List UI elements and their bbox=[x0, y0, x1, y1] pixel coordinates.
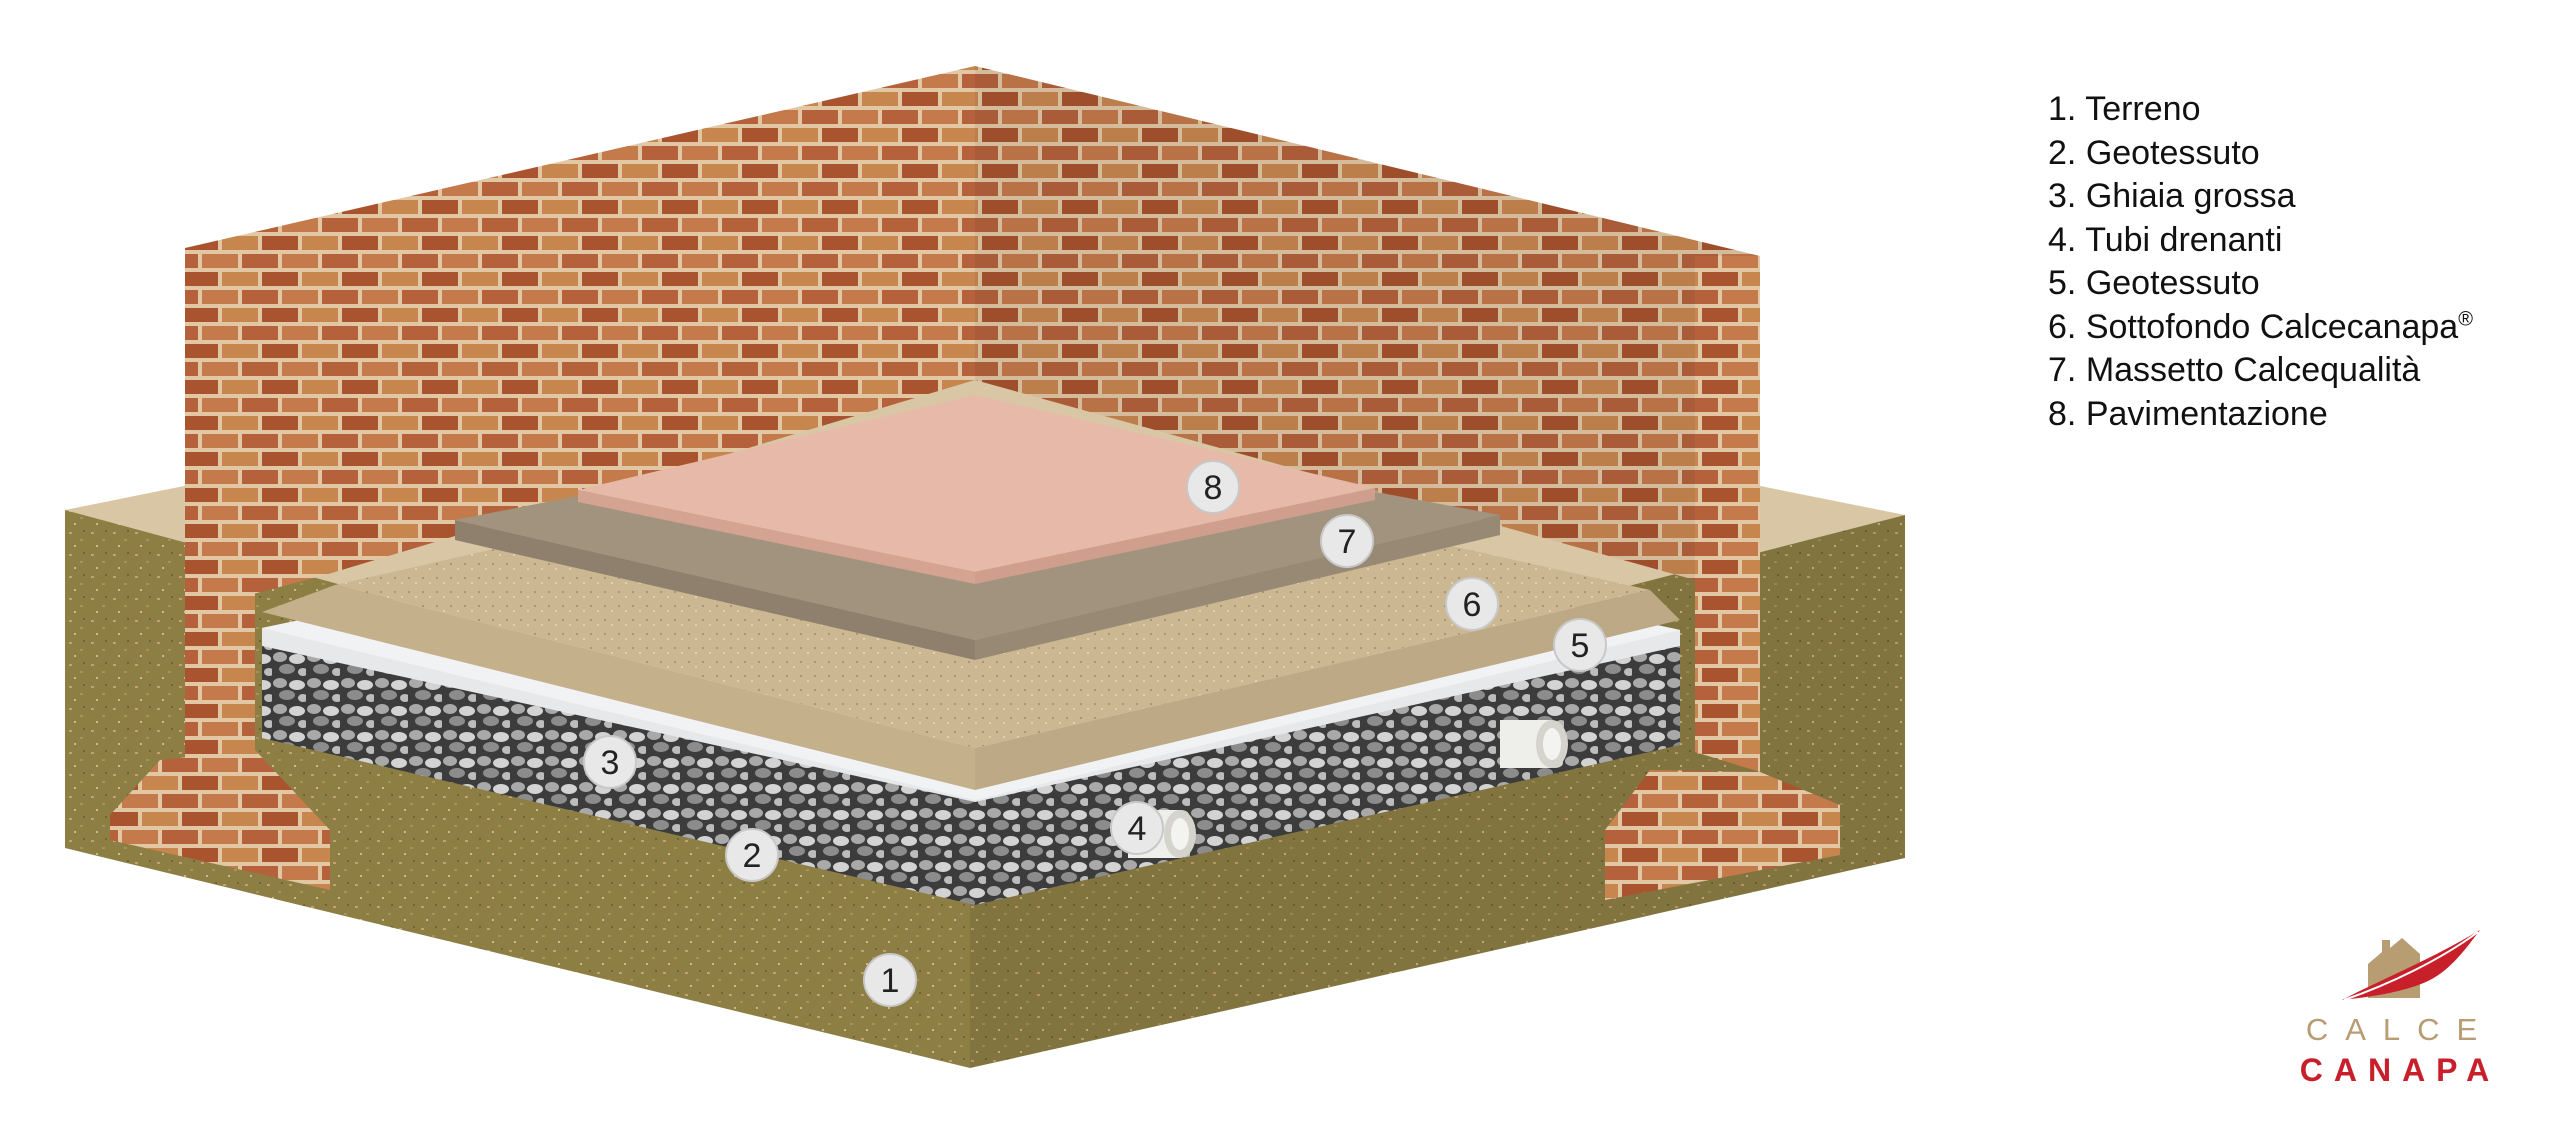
screed-side-left bbox=[455, 520, 975, 660]
marker-8-label: 8 bbox=[1204, 469, 1223, 507]
floor-layers-diagram: 1 2 3 4 5 6 7 8 bbox=[65, 66, 1905, 1068]
legend-item: 3. Ghiaia grossa bbox=[2048, 175, 2473, 219]
drain-pipe-back bbox=[1500, 720, 1568, 768]
marker-1-label: 1 bbox=[881, 962, 900, 1000]
flooring-side-right bbox=[975, 488, 1375, 584]
right-wall-front-face bbox=[1695, 256, 1760, 772]
left-wall-footing bbox=[110, 750, 330, 890]
legend-item: 6. Sottofondo Calcecanapa® bbox=[2048, 306, 2473, 350]
marker-3: 3 bbox=[583, 735, 637, 789]
marker-2: 2 bbox=[725, 828, 779, 882]
marker-2-label: 2 bbox=[743, 837, 762, 875]
marker-1: 1 bbox=[863, 953, 917, 1007]
subfloor-side bbox=[262, 585, 975, 790]
legend-text: Terreno bbox=[2085, 90, 2201, 128]
flooring-side-left bbox=[578, 490, 975, 584]
left-wall-front-face bbox=[185, 248, 255, 772]
legend-text: Geotessuto bbox=[2085, 133, 2260, 172]
legend-number: 8. bbox=[2048, 394, 2077, 433]
legend-number: 3. bbox=[2048, 177, 2077, 215]
house-feather-icon bbox=[2342, 930, 2480, 1001]
right-wall-footing bbox=[1605, 770, 1840, 900]
legend-number: 7. bbox=[2048, 351, 2077, 389]
legend-item: 1. Terreno bbox=[2048, 88, 2473, 132]
legend-text: Ghiaia grossa bbox=[2085, 177, 2296, 215]
marker-8: 8 bbox=[1186, 460, 1240, 514]
marker-7: 7 bbox=[1320, 514, 1374, 568]
layer-legend: 1. Terreno 2. Geotessuto 3. Ghiaia gross… bbox=[2048, 88, 2473, 436]
legend-number: 1. bbox=[2048, 90, 2077, 128]
legend-item: 5. Geotessuto bbox=[2048, 262, 2473, 306]
right-wall bbox=[975, 66, 1760, 612]
marker-3-label: 3 bbox=[601, 744, 620, 782]
flooring-top bbox=[578, 395, 1375, 572]
left-wall bbox=[185, 66, 975, 612]
legend-item: 2. Geotessuto bbox=[2048, 132, 2473, 176]
brand-line-calce: CALCE bbox=[2305, 1012, 2495, 1047]
legend-text: Massetto Calcequalità bbox=[2085, 351, 2421, 389]
marker-6: 6 bbox=[1445, 577, 1499, 631]
marker-5-label: 5 bbox=[1571, 627, 1590, 665]
legend-number: 5. bbox=[2048, 264, 2077, 302]
marker-5: 5 bbox=[1553, 618, 1607, 672]
legend-text: Pavimentazione bbox=[2085, 394, 2328, 433]
legend-text: Sottofondo Calcecanapa bbox=[2085, 307, 2459, 346]
marker-4-label: 4 bbox=[1128, 810, 1147, 848]
legend-item: 4. Tubi drenanti bbox=[2048, 219, 2473, 263]
legend-number: 2. bbox=[2048, 133, 2077, 172]
legend-item: 8. Pavimentazione bbox=[2048, 393, 2473, 437]
legend-text: Geotessuto bbox=[2085, 264, 2260, 302]
marker-6-label: 6 bbox=[1463, 586, 1482, 624]
brand-line-canapa: CANAPA bbox=[2299, 1052, 2501, 1088]
registered-mark: ® bbox=[2458, 308, 2473, 331]
legend-item: 7. Massetto Calcequalità bbox=[2048, 349, 2473, 393]
legend-text: Tubi drenanti bbox=[2085, 220, 2283, 259]
legend-number: 6. bbox=[2048, 307, 2077, 346]
legend-number: 4. bbox=[2048, 220, 2077, 259]
marker-4: 4 bbox=[1110, 801, 1164, 855]
marker-7-label: 7 bbox=[1338, 523, 1357, 561]
calcecanapa-logo: CALCE CANAPA bbox=[2280, 920, 2520, 1090]
